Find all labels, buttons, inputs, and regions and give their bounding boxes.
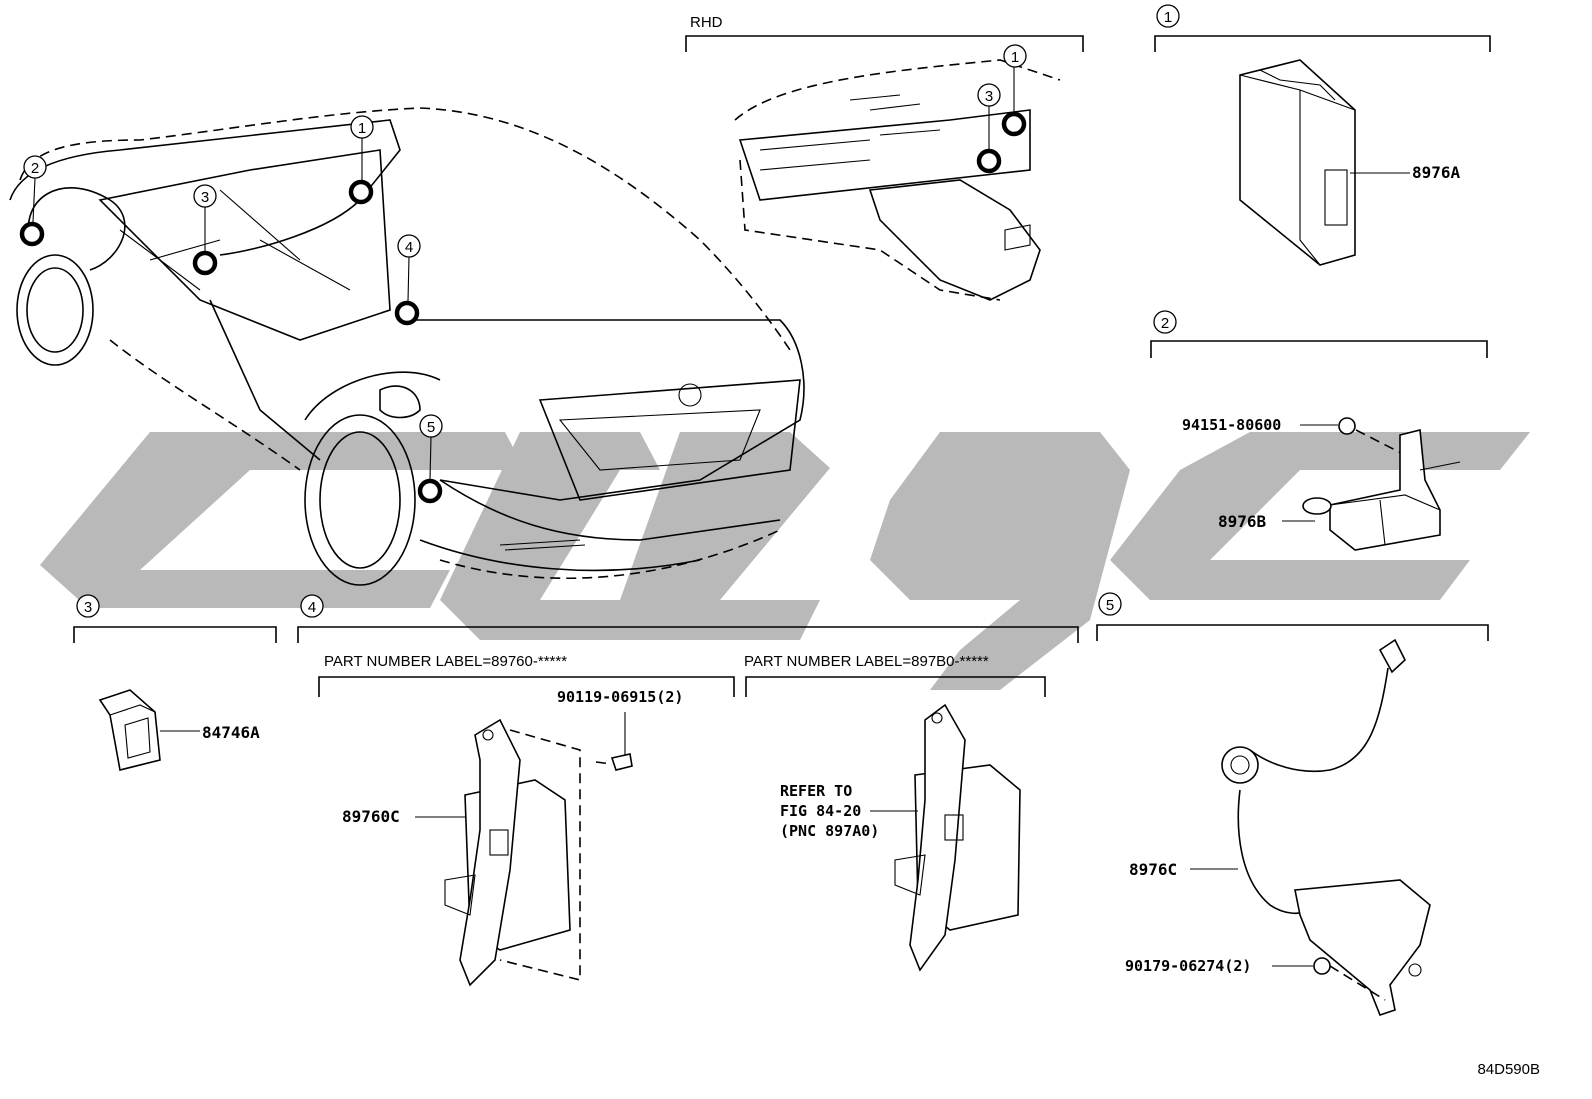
svg-text:5: 5: [1106, 597, 1114, 614]
part-90179-06274: 90179-06274(2): [1125, 957, 1251, 975]
part-number-label-right: PART NUMBER LABEL=897B0-*****: [744, 653, 989, 670]
part-8976B: 8976B: [1218, 512, 1267, 531]
vehicle-callout-2: 2: [23, 155, 47, 179]
part-90119-06915: 90119-06915(2): [557, 688, 683, 706]
part-84746A: 84746A: [202, 723, 260, 742]
svg-text:3: 3: [84, 599, 92, 616]
section-1: 1 8976A: [1154, 4, 1491, 266]
refer-line-2: FIG 84-20: [780, 802, 861, 820]
rhd-label: RHD: [690, 14, 723, 31]
rhd-inset: RHD 1 3: [685, 14, 1084, 301]
vehicle-callout-1: 1: [350, 115, 374, 139]
part-8976A: 8976A: [1412, 163, 1461, 182]
svg-text:5: 5: [427, 419, 435, 436]
section-2: 2 94151-80600 8976B: [1150, 310, 1488, 551]
bolt-icon-2: [1313, 957, 1331, 975]
part-94151-80600: 94151-80600: [1182, 416, 1281, 434]
vehicle-illustration: [9, 107, 805, 586]
rhd-marker-3: [976, 148, 1002, 174]
marker-3: [192, 250, 218, 276]
part-8976C: 8976C: [1129, 860, 1177, 879]
rhd-marker-1: [1001, 111, 1027, 137]
section-5: 5 90179-06274(2) 8976C: [1096, 592, 1489, 1016]
part-number-label-left: PART NUMBER LABEL=89760-*****: [324, 653, 567, 670]
svg-text:1: 1: [1164, 9, 1172, 26]
svg-text:2: 2: [31, 160, 39, 177]
vehicle-callout-3: 3: [193, 184, 217, 208]
bolt-icon: [1338, 417, 1356, 435]
marker-2: [19, 221, 45, 247]
marker-5: [417, 478, 443, 504]
svg-text:1: 1: [1011, 49, 1019, 66]
figure-code: 84D590B: [1477, 1061, 1540, 1078]
location-markers: [19, 179, 443, 504]
refer-line-1: REFER TO: [780, 782, 852, 800]
svg-text:3: 3: [201, 189, 209, 206]
vehicle-callout-5: 5: [419, 414, 443, 438]
svg-text:1: 1: [358, 120, 366, 137]
screw-icon: [610, 753, 633, 771]
svg-text:3: 3: [985, 88, 993, 105]
marker-1: [348, 179, 374, 205]
part-89760C: 89760C: [342, 807, 400, 826]
section-3: 3 84746A: [73, 594, 277, 771]
refer-line-3: (PNC 897A0): [780, 822, 879, 840]
svg-text:4: 4: [405, 239, 413, 256]
svg-text:2: 2: [1161, 315, 1169, 332]
marker-4: [394, 300, 420, 326]
section-4: 4 PART NUMBER LABEL=89760-***** 90119-06…: [297, 594, 1079, 987]
svg-text:4: 4: [308, 599, 316, 616]
vehicle-callout-4: 4: [397, 234, 421, 258]
watermark-logo: [40, 432, 1530, 690]
